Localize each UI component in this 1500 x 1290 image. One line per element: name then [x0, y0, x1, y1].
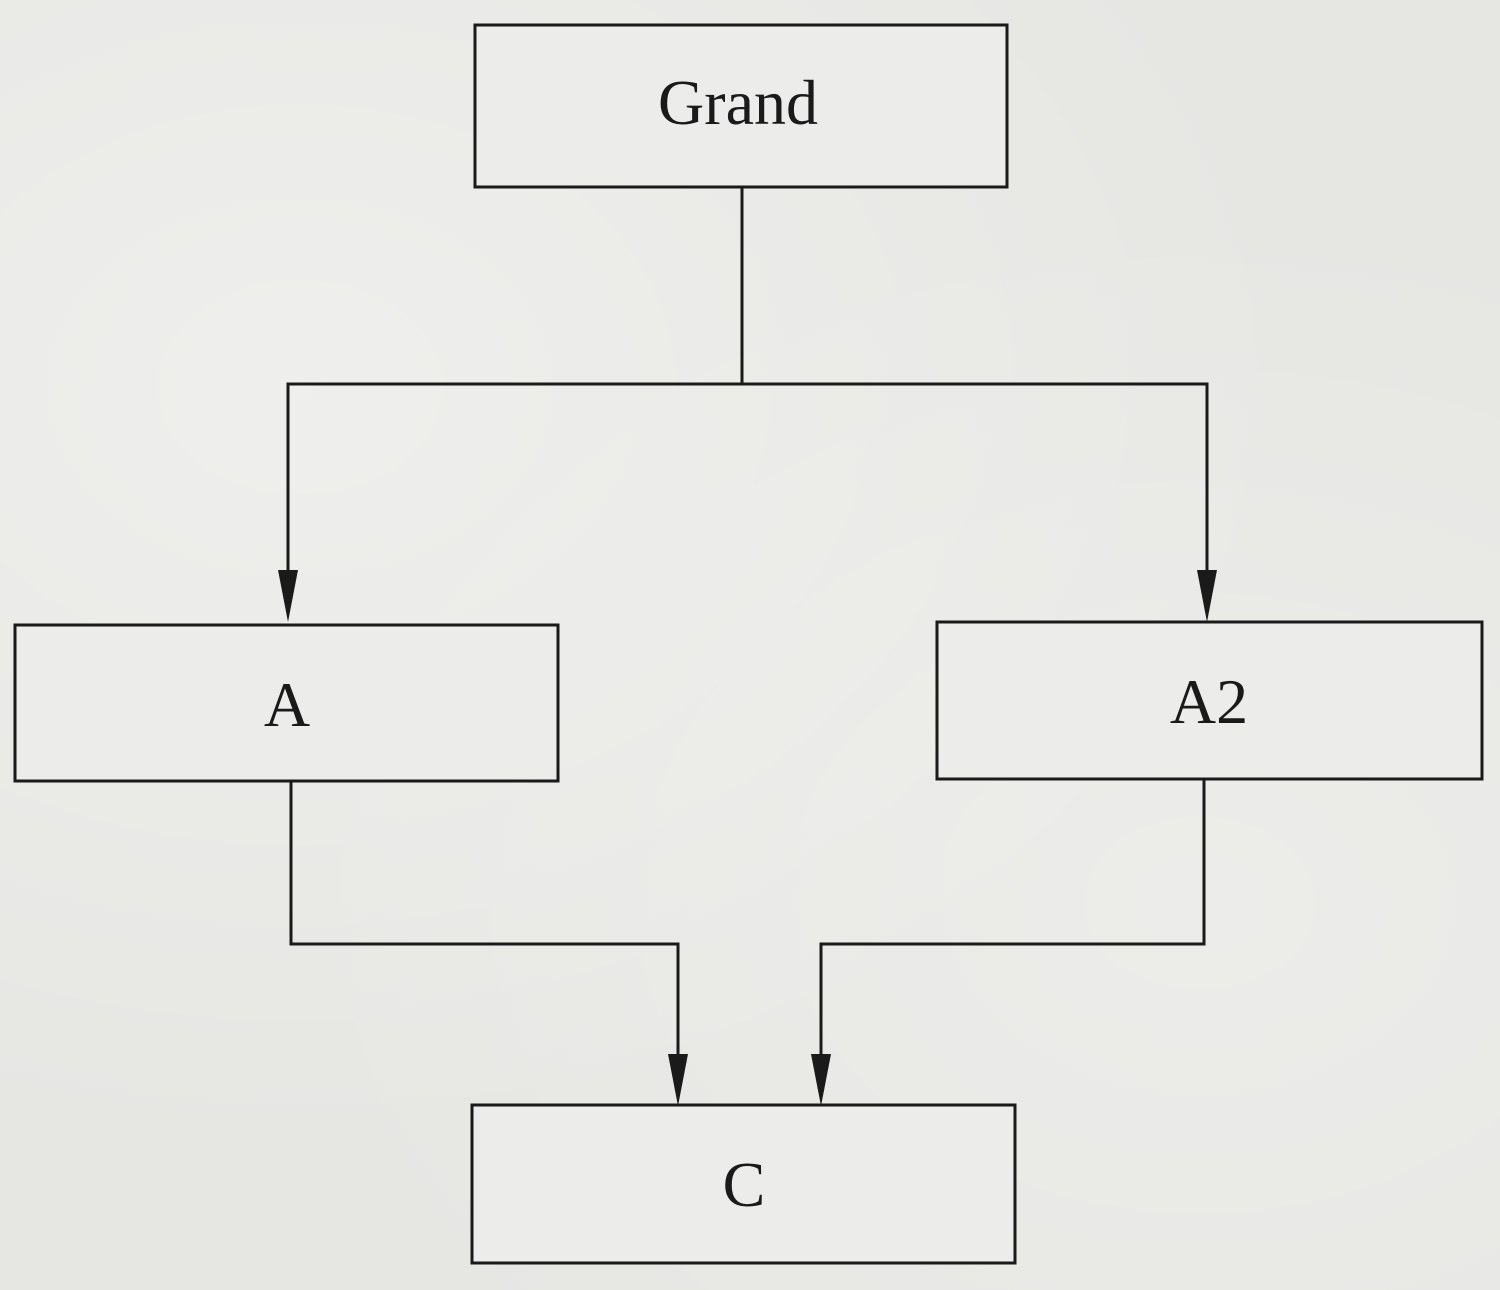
edge-a2-to-c — [811, 778, 1206, 1106]
node-c: C — [470, 1103, 1017, 1265]
edge-a-to-c — [289, 780, 688, 1106]
node-grand-label: Grand — [658, 67, 818, 138]
node-grand: Grand — [473, 23, 1009, 189]
edge-grand-to-a2 — [742, 382, 1217, 622]
arrowhead-grand-to-a — [278, 570, 298, 622]
node-a2-label: A2 — [1170, 666, 1248, 737]
arrowhead-grand-to-a2 — [1197, 570, 1217, 622]
edge-grand-to-a — [278, 188, 744, 622]
node-a-label: A — [264, 669, 310, 740]
node-a: A — [13, 623, 560, 783]
node-c-label: C — [723, 1149, 766, 1220]
arrowhead-a-to-c — [668, 1054, 688, 1106]
arrowhead-a2-to-c — [811, 1054, 831, 1106]
node-a2: A2 — [935, 620, 1484, 781]
